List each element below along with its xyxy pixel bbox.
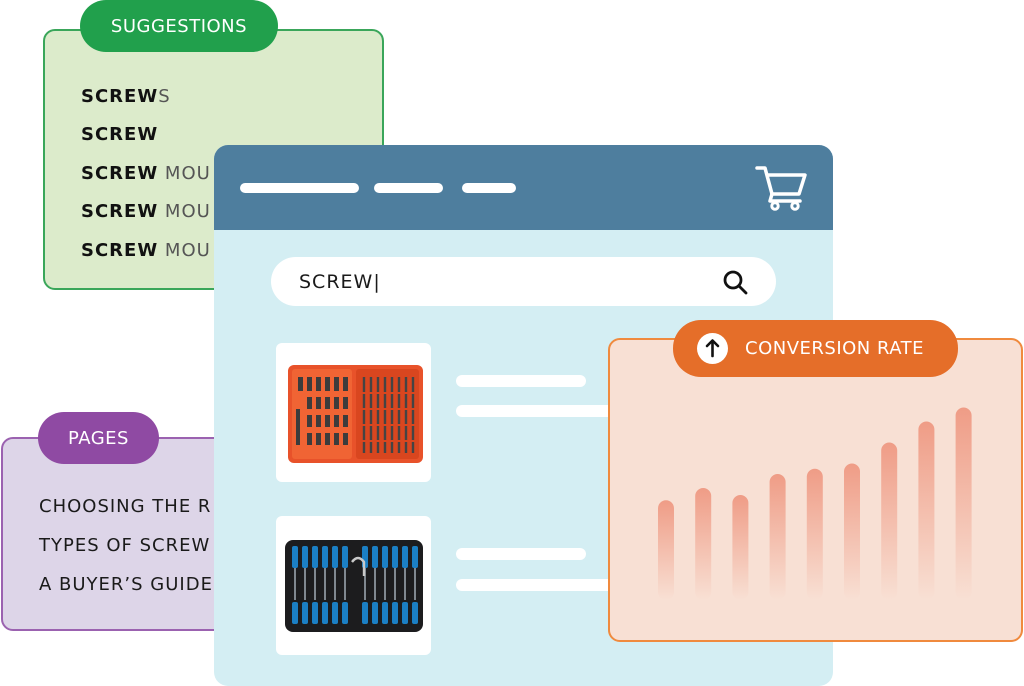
browser-header	[214, 145, 833, 230]
trend-bar	[918, 421, 935, 600]
trend-bar	[955, 407, 972, 600]
suggestion-item[interactable]: SCREW MOU	[81, 162, 211, 184]
suggestions-tag: SUGGESTIONS	[80, 0, 278, 52]
pages-tag: PAGES	[38, 412, 159, 464]
nav-link-placeholder[interactable]	[462, 183, 516, 193]
trend-bar	[844, 463, 860, 600]
shopping-cart-icon[interactable]	[754, 163, 808, 211]
page-item[interactable]: A BUYER’S GUIDE	[39, 574, 213, 595]
screwdriver-set-image	[285, 540, 423, 632]
conversion-tag: CONVERSION RATE	[673, 320, 958, 377]
product-title-placeholder	[456, 548, 586, 560]
product-thumbnail[interactable]	[276, 516, 431, 655]
conversion-label: CONVERSION RATE	[745, 338, 925, 359]
suggestion-item[interactable]: SCREW MOU	[81, 239, 211, 261]
up-arrow-icon	[697, 333, 728, 364]
suggestion-item[interactable]: SCREW	[81, 124, 159, 146]
orange-bit-set-image	[288, 365, 423, 463]
search-input[interactable]: SCREW|	[271, 257, 776, 306]
trend-bar	[732, 495, 749, 600]
product-description-placeholder	[456, 405, 616, 417]
trend-bar	[658, 500, 674, 600]
trend-bar	[695, 488, 712, 600]
conversion-trend-chart	[658, 407, 972, 600]
trend-bar	[806, 468, 823, 600]
page-item[interactable]: CHOOSING THE R	[39, 496, 212, 517]
magnifier-icon[interactable]	[721, 268, 749, 296]
nav-link-placeholder[interactable]	[240, 183, 359, 193]
page-item[interactable]: TYPES OF SCREW	[39, 535, 211, 556]
suggestion-item[interactable]: SCREW MOU	[81, 201, 211, 223]
product-title-placeholder	[456, 375, 586, 387]
product-description-placeholder	[456, 579, 616, 591]
trend-bar	[769, 474, 786, 600]
product-thumbnail[interactable]	[276, 343, 431, 482]
trend-bar	[881, 442, 898, 600]
search-value: SCREW|	[299, 270, 381, 293]
page-list: CHOOSING THE R TYPES OF SCREW A BUYER’S …	[39, 487, 213, 604]
nav-link-placeholder[interactable]	[374, 183, 443, 193]
